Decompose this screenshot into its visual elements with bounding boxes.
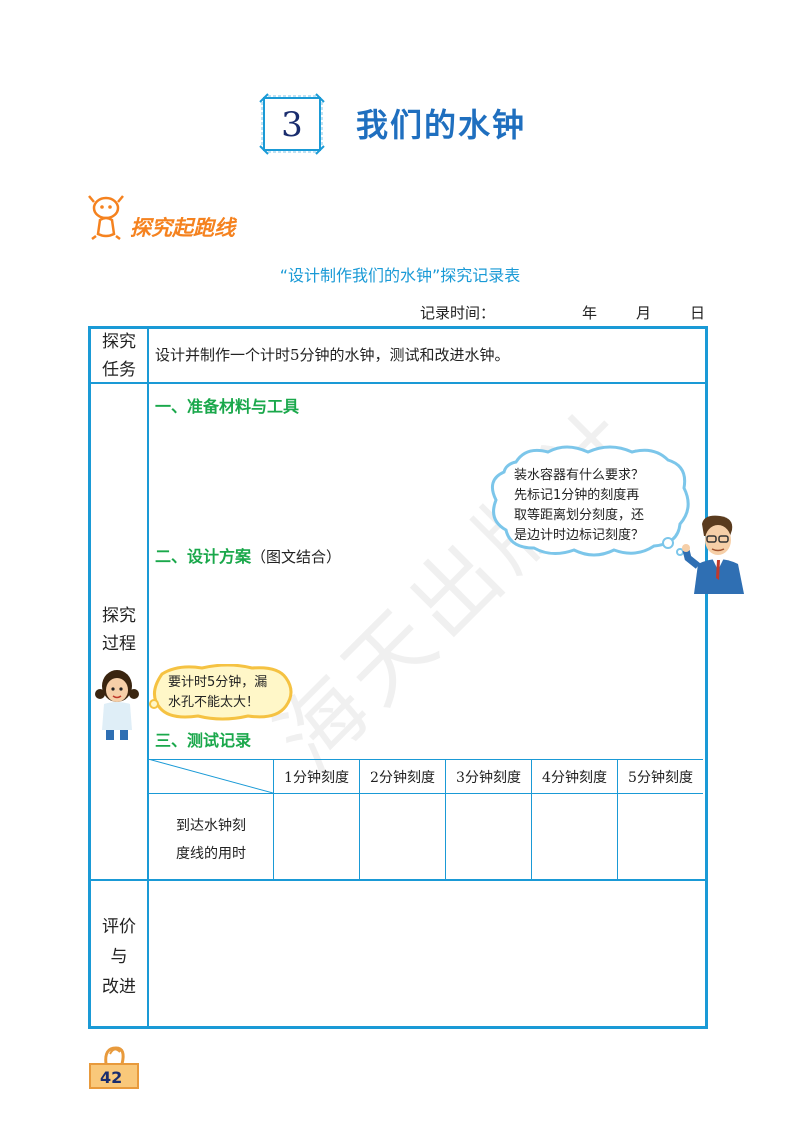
test-col-4min: 4分钟刻度 [542, 770, 607, 786]
chapter-title: 我们的水钟 [356, 106, 527, 144]
row-head-process-line1: 探究 [102, 606, 136, 626]
girl-bubble-text: 要计时5分钟，漏 水孔不能太大！ [168, 673, 267, 713]
test-table-header-bottom [148, 793, 703, 794]
cow-mascot-icon [88, 195, 124, 240]
row-header-divider [147, 326, 149, 1026]
row-head-task-line1: 探究 [102, 332, 136, 352]
section-label: 探究起跑线 [130, 216, 235, 240]
row-head-eval-line3: 改进 [102, 977, 136, 997]
chapter-badge-frame [259, 93, 325, 155]
row-head-task-line2: 任务 [102, 360, 136, 380]
girl-speech-bubble [149, 664, 293, 721]
test-table-diagonal [148, 759, 273, 793]
test-row-label-line2: 度线的用时 [176, 846, 246, 862]
test-col-divider-3 [531, 759, 532, 880]
page-number-badge [89, 1046, 139, 1089]
row-head-task: 探究 任务 [90, 328, 148, 384]
task-content: 设计并制作一个计时5分钟的水钟，测试和改进水钟。 [155, 346, 510, 364]
test-col-1min: 1分钟刻度 [284, 770, 349, 786]
teacher-bubble-line2: 先标记1分钟的刻度再 [514, 488, 640, 503]
table-title: “设计制作我们的水钟”探究记录表 [279, 266, 521, 285]
record-year-label: 年 [582, 304, 598, 322]
page-number: 42 [100, 1068, 123, 1087]
row-divider-task [88, 382, 705, 384]
chapter-number: 3 [281, 105, 303, 145]
record-month-label: 月 [636, 304, 652, 322]
step-test: 三、测试记录 [155, 731, 252, 750]
teacher-figure [682, 515, 744, 594]
record-time-label: 记录时间： [420, 304, 496, 322]
girl-figure [95, 670, 139, 740]
test-table-top [148, 759, 703, 760]
test-col-divider-2 [445, 759, 446, 880]
step-design-note: （图文结合） [251, 548, 342, 566]
row-head-eval-line2: 与 [110, 947, 128, 967]
test-row-label-line1: 到达水钟刻 [176, 818, 246, 834]
row-head-process-line2: 过程 [102, 634, 136, 654]
row-head-process: 探究 过程 [90, 602, 148, 658]
row-divider-process [88, 879, 705, 881]
record-day-label: 日 [690, 304, 706, 322]
test-col-divider-4 [617, 759, 618, 880]
test-col-divider-1 [359, 759, 360, 880]
test-col-divider-0 [273, 759, 274, 880]
teacher-speech-bubble [490, 445, 690, 557]
teacher-bubble-text: 装水容器有什么要求？ 先标记1分钟的刻度再 取等距离划分刻度，还 是边计时边标记… [514, 466, 644, 546]
test-col-5min: 5分钟刻度 [628, 770, 693, 786]
record-table [88, 326, 708, 1029]
step-design: 二、设计方案（图文结合） [155, 543, 341, 567]
teacher-bubble-line1: 装水容器有什么要求？ [514, 468, 645, 483]
test-row-label: 到达水钟刻 度线的用时 [150, 812, 272, 868]
row-head-evaluation: 评价 与 改进 [90, 912, 148, 1002]
test-col-3min: 3分钟刻度 [456, 770, 521, 786]
teacher-bubble-line4: 是边计时边标记刻度？ [514, 528, 645, 543]
teacher-bubble-line3: 取等距离划分刻度，还 [514, 508, 645, 523]
step-materials: 一、准备材料与工具 [155, 397, 300, 416]
girl-bubble-line2: 水孔不能太大！ [168, 695, 260, 710]
test-col-2min: 2分钟刻度 [370, 770, 435, 786]
girl-bubble-line1: 要计时5分钟，漏 [168, 675, 268, 690]
row-head-eval-line1: 评价 [102, 917, 136, 937]
step-design-label: 二、设计方案 [155, 547, 252, 566]
